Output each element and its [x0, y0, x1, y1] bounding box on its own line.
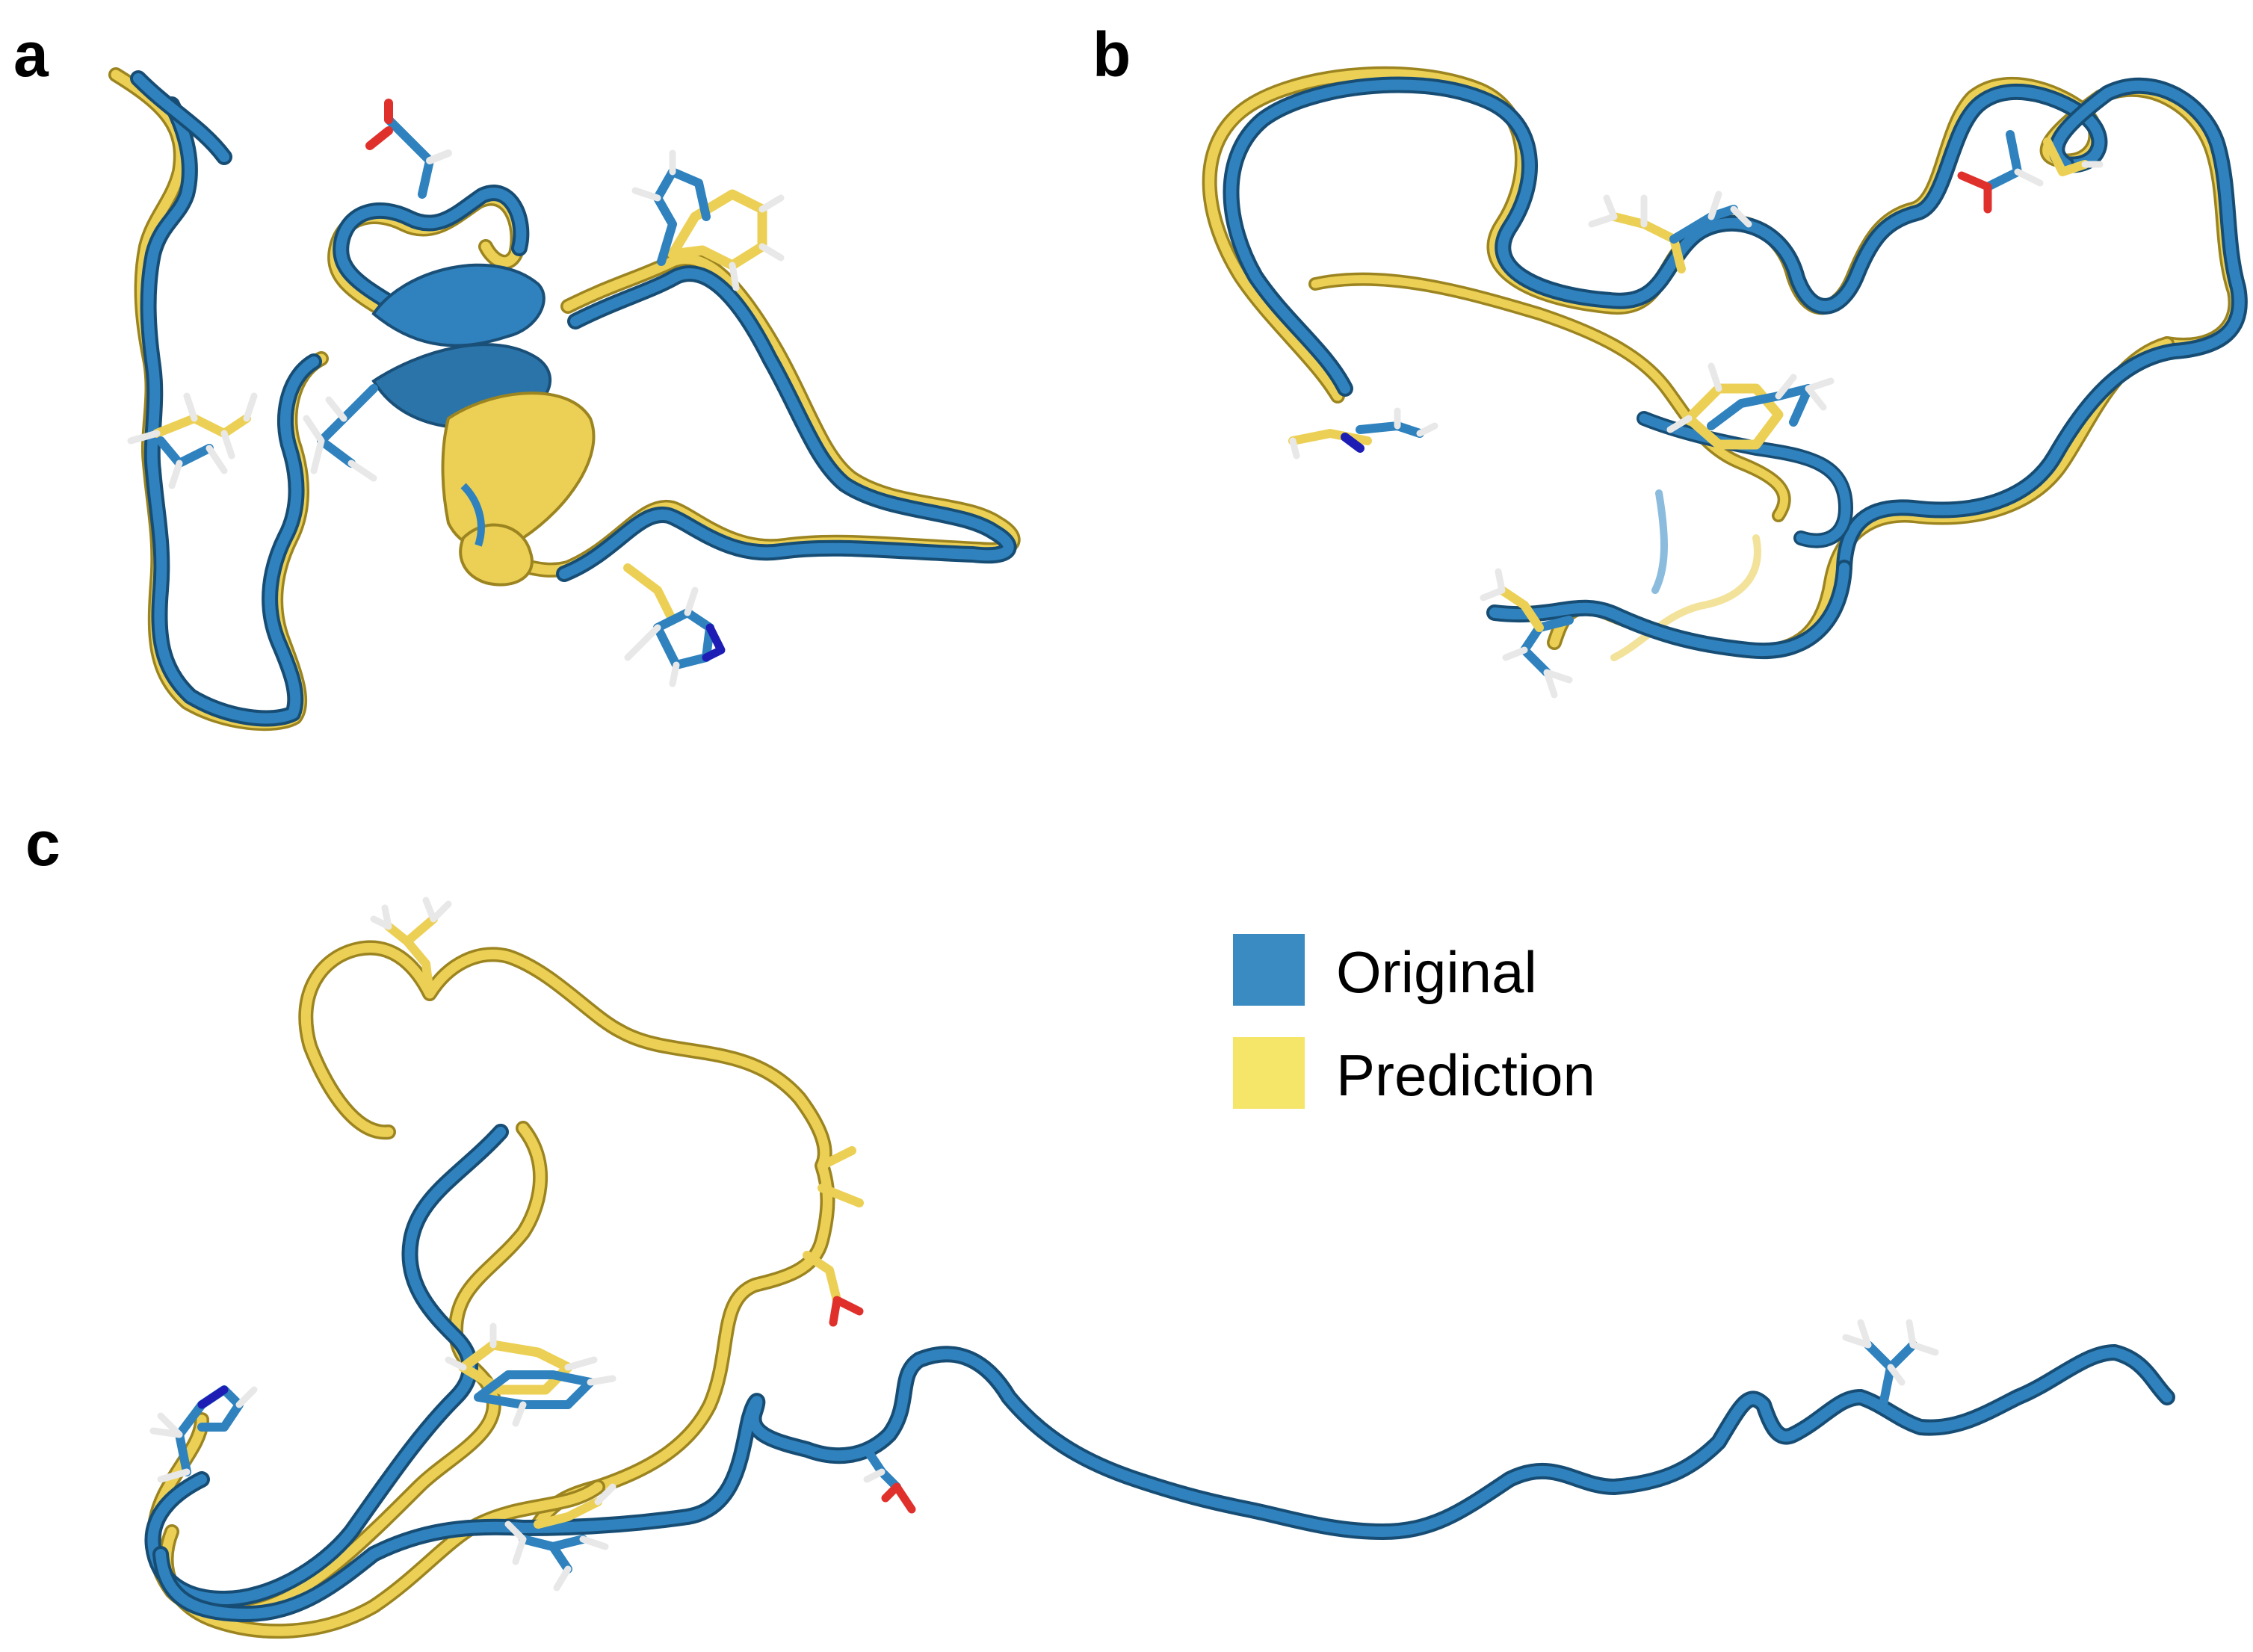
panel-c-sidechain-val-bottom	[504, 1483, 616, 1591]
panel-c-sidechain-asp-yellow	[803, 1251, 864, 1327]
panel-c-original-backbone	[144, 1124, 2175, 1622]
panel-label-c: c	[25, 808, 61, 879]
panel-c-sidechain-asp-blue	[862, 1445, 916, 1514]
panel-c-sidechain-phe	[445, 1322, 616, 1427]
panel-a-sidechain-val-left	[127, 392, 258, 489]
legend-label-prediction: Prediction	[1336, 1042, 1595, 1108]
legend: Original Prediction	[1233, 934, 1595, 1109]
panel-b-sidechain-val-bottom	[1480, 568, 1574, 699]
legend-label-original: Original	[1336, 939, 1537, 1005]
panel-b-sidechain-phe	[1666, 362, 1835, 450]
panel-b-sidechain-asp	[1957, 130, 2104, 214]
panel-a-structure	[108, 67, 1021, 731]
panel-a-sidechain-phe	[631, 149, 785, 291]
panel-label-b: b	[1092, 19, 1131, 90]
panel-c-structure	[144, 897, 2175, 1639]
legend-swatch-original	[1233, 934, 1305, 1006]
panel-b-sidechain-val-top	[1588, 191, 1752, 273]
panel-b-structure	[1202, 66, 2248, 699]
panel-a-original-backbone	[130, 70, 1017, 727]
panel-b-original-backbone	[1223, 76, 2248, 660]
panel-a-sidechain-val-center	[303, 384, 378, 482]
panel-a-sidechain-asp	[365, 99, 452, 199]
panel-label-a: a	[13, 19, 49, 90]
panel-c-sidechain-his	[149, 1385, 258, 1483]
panel-a-sidechain-his	[623, 563, 726, 687]
panel-c-sidechain-val-right	[1842, 1319, 1939, 1409]
panel-c-prediction-backbone	[146, 940, 835, 1639]
panel-b-sidechain-his	[1288, 407, 1438, 460]
panel-c-sidechain-val-top	[370, 897, 452, 998]
panel-a-helix	[371, 263, 596, 587]
legend-swatch-prediction	[1233, 1037, 1305, 1109]
panel-c-sidechain-yellow-fork	[818, 1146, 864, 1207]
